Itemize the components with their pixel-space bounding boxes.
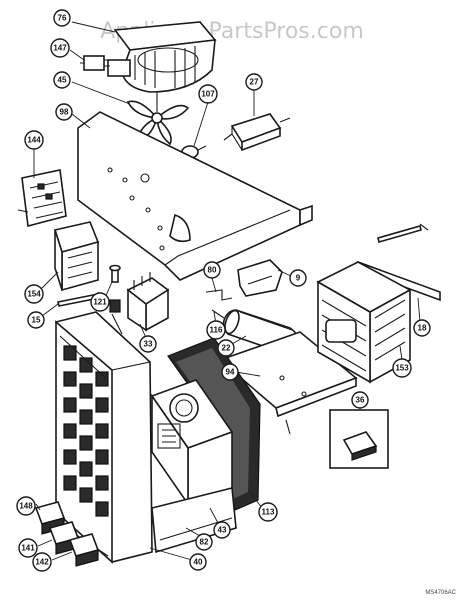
svg-text:18: 18 bbox=[418, 324, 427, 333]
svg-text:153: 153 bbox=[395, 364, 409, 373]
callout-121[interactable]: 121 bbox=[90, 292, 110, 312]
callout-18[interactable]: 18 bbox=[413, 319, 431, 337]
svg-text:148: 148 bbox=[19, 502, 33, 511]
bracket-9[interactable] bbox=[237, 259, 283, 297]
svg-text:40: 40 bbox=[194, 558, 203, 567]
svg-text:76: 76 bbox=[58, 14, 67, 23]
svg-text:36: 36 bbox=[356, 396, 365, 405]
switch-147[interactable] bbox=[80, 55, 110, 71]
clip-80[interactable] bbox=[205, 289, 233, 301]
switch-148[interactable] bbox=[34, 501, 66, 535]
svg-text:142: 142 bbox=[35, 558, 49, 567]
fan-blade-45[interactable] bbox=[126, 92, 190, 146]
callout-141[interactable]: 141 bbox=[18, 538, 38, 558]
svg-text:113: 113 bbox=[262, 508, 275, 517]
base-frame-82[interactable] bbox=[151, 486, 237, 554]
callout-153[interactable]: 153 bbox=[392, 358, 412, 378]
callout-147[interactable]: 147 bbox=[50, 38, 70, 58]
reference-code: MS4706AC bbox=[425, 590, 456, 596]
callout-116[interactable]: 116 bbox=[206, 320, 226, 340]
callout-43[interactable]: 43 bbox=[213, 521, 231, 539]
svg-text:94: 94 bbox=[226, 368, 235, 377]
svg-text:147: 147 bbox=[53, 44, 67, 53]
svg-text:27: 27 bbox=[250, 78, 259, 87]
callout-148[interactable]: 148 bbox=[16, 496, 36, 516]
callout-98[interactable]: 98 bbox=[55, 103, 73, 121]
callout-82[interactable]: 82 bbox=[195, 533, 213, 551]
svg-text:141: 141 bbox=[21, 544, 35, 553]
callout-33[interactable]: 33 bbox=[139, 335, 157, 353]
callout-144[interactable]: 144 bbox=[24, 130, 44, 150]
callout-113[interactable]: 113 bbox=[258, 502, 278, 522]
callout-40[interactable]: 40 bbox=[189, 553, 207, 571]
callout-154[interactable]: 154 bbox=[24, 284, 44, 304]
callout-107[interactable]: 107 bbox=[198, 84, 218, 104]
switch-142[interactable] bbox=[68, 533, 100, 567]
svg-text:144: 144 bbox=[27, 136, 41, 145]
terminal-block-144[interactable] bbox=[17, 169, 67, 228]
callout-45[interactable]: 45 bbox=[53, 71, 71, 89]
svg-text:116: 116 bbox=[210, 326, 223, 335]
callout-9[interactable]: 9 bbox=[289, 269, 307, 287]
callout-15[interactable]: 15 bbox=[27, 311, 45, 329]
svg-text:82: 82 bbox=[200, 538, 209, 547]
svg-text:98: 98 bbox=[60, 108, 69, 117]
component-27[interactable] bbox=[223, 113, 291, 152]
motor-assembly-76[interactable] bbox=[107, 21, 217, 93]
part-116-hardware[interactable] bbox=[211, 309, 225, 319]
callout-27[interactable]: 27 bbox=[245, 73, 263, 91]
svg-text:43: 43 bbox=[218, 526, 227, 535]
callout-76[interactable]: 76 bbox=[53, 9, 71, 27]
svg-text:22: 22 bbox=[222, 344, 231, 353]
transformer-153[interactable] bbox=[316, 261, 412, 384]
svg-text:80: 80 bbox=[208, 266, 217, 275]
leader-lines bbox=[33, 21, 421, 561]
callout-36[interactable]: 36 bbox=[351, 391, 369, 409]
svg-text:121: 121 bbox=[93, 298, 107, 307]
transformer-154[interactable] bbox=[53, 221, 100, 292]
svg-text:9: 9 bbox=[296, 274, 301, 283]
relay-33[interactable] bbox=[109, 272, 170, 335]
callout-94[interactable]: 94 bbox=[221, 363, 239, 381]
screw-121[interactable] bbox=[109, 264, 121, 283]
svg-text:154: 154 bbox=[27, 290, 41, 299]
callout-22[interactable]: 22 bbox=[217, 339, 235, 357]
svg-text:45: 45 bbox=[58, 76, 67, 85]
svg-text:15: 15 bbox=[32, 316, 41, 325]
control-panel-40[interactable] bbox=[55, 311, 153, 564]
svg-text:107: 107 bbox=[201, 90, 215, 99]
callout-80[interactable]: 80 bbox=[203, 261, 221, 279]
svg-text:33: 33 bbox=[144, 340, 153, 349]
mounting-plate-98[interactable] bbox=[77, 111, 313, 281]
callout-142[interactable]: 142 bbox=[32, 552, 52, 572]
component-36[interactable] bbox=[329, 409, 389, 469]
